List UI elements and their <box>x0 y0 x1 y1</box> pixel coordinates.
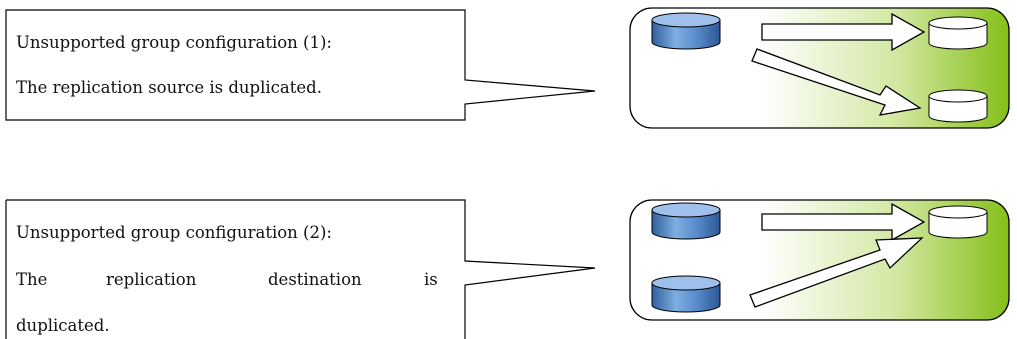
config-1-callout: Unsupported group configuration (1): The… <box>5 9 596 121</box>
config-2-source-disk-top <box>651 202 721 240</box>
config-1-arrow-right <box>761 12 926 52</box>
config-2-panel-background <box>629 199 1010 321</box>
config-2-description-word-2: replication <box>106 270 197 289</box>
config-2-heading: Unsupported group configuration (2): <box>16 223 332 242</box>
config-2-source-disk-bottom <box>651 275 721 313</box>
config-2-callout-box <box>5 199 596 339</box>
config-1-callout-box <box>5 9 596 121</box>
config-1-description: The replication source is duplicated. <box>16 78 322 97</box>
config-1-arrow-diagonal <box>751 48 922 116</box>
config-2-callout: Unsupported group configuration (2): The… <box>5 199 596 339</box>
config-2-description-word-3: destination <box>268 270 362 289</box>
config-2-description-word-1: The <box>16 270 47 289</box>
config-1-panel <box>629 7 1010 129</box>
config-2-panel <box>629 199 1010 321</box>
config-2-destination-disk <box>928 205 988 239</box>
config-1-destination-disk-top <box>928 16 988 50</box>
config-1-heading: Unsupported group configuration (1): <box>16 33 332 52</box>
config-2-description-word-5: duplicated. <box>16 316 110 335</box>
config-1-destination-disk-bottom <box>928 89 988 123</box>
config-2-arrow-diagonal <box>749 237 924 308</box>
config-2-description-word-4: is <box>424 270 438 289</box>
config-1-source-disk <box>651 12 721 50</box>
config-2-arrow-right <box>761 202 926 242</box>
